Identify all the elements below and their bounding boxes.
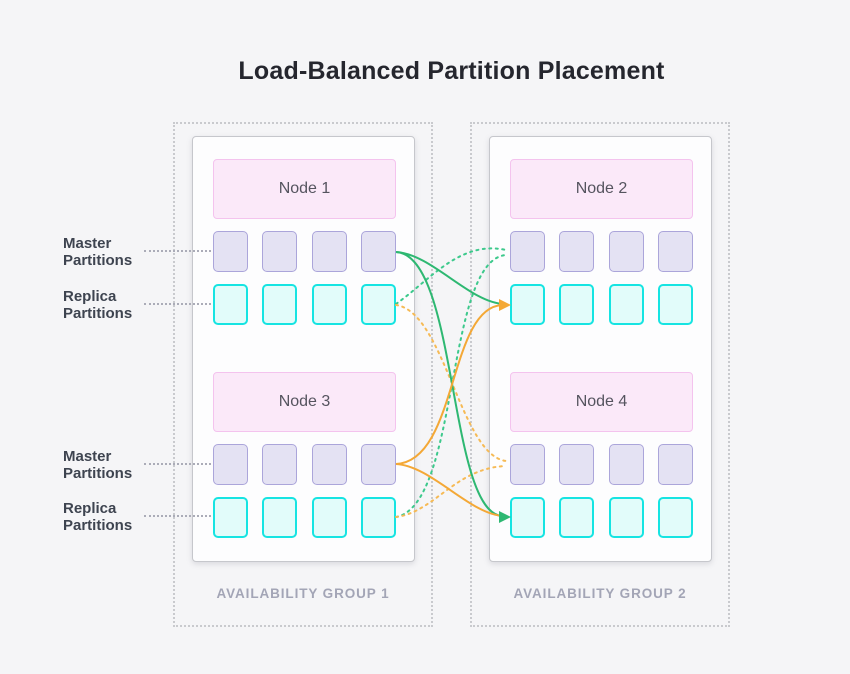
replica-partition-square [657,497,693,538]
node-4-box: Node 4 [510,372,693,432]
machine-box-group-2: Node 2 Node 4 [489,136,712,562]
replica-partitions-label-node3: Replica Partitions [63,500,133,534]
master-partition-square [657,444,693,485]
leader-line-master-node1 [144,250,211,252]
master-partition-square [510,444,545,485]
replica-partition-square [510,497,545,538]
node-1-label: Node 1 [278,180,331,197]
replica-partition-square [262,284,298,325]
replica-partition-square [559,284,595,325]
master-partition-square [262,231,298,272]
node-3-label: Node 3 [278,393,331,410]
master-partition-square [262,444,298,485]
replica-partition-square [608,497,644,538]
master-partitions-row-node4 [510,444,693,485]
node-4-label: Node 4 [575,393,628,410]
replica-partition-square [657,284,693,325]
node-2-box: Node 2 [510,159,693,219]
replica-partition-square [311,284,347,325]
replica-partition-square [213,497,248,538]
leader-line-replica-node1 [144,303,211,305]
replica-partitions-row-node4 [510,497,693,538]
replica-partition-square [559,497,595,538]
availability-group-1: Node 1 Node 3 [173,122,433,627]
master-partition-square [360,444,396,485]
master-partition-square [311,444,347,485]
master-partition-square [213,231,248,272]
availability-group-1-caption: AVAILABILITY GROUP 1 [216,586,390,601]
leader-line-replica-node3 [144,515,211,517]
master-partitions-row-node2 [510,231,693,272]
replica-partitions-label-node1: Replica Partitions [63,288,133,322]
master-partition-square [360,231,396,272]
master-partition-square [559,231,595,272]
master-partition-square [311,231,347,272]
master-partition-square [213,444,248,485]
replica-partition-square [262,497,298,538]
replica-partitions-row-node1 [213,284,396,325]
diagram-title: Load-Balanced Partition Placement [238,57,665,85]
replica-partitions-row-node2 [510,284,693,325]
node-2-label: Node 2 [575,180,628,197]
master-partitions-row-node3 [213,444,396,485]
master-partitions-label-node3: Master Partitions [63,448,133,482]
replica-partition-square [360,497,396,538]
node-3-box: Node 3 [213,372,396,432]
master-partition-square [559,444,595,485]
replica-partition-square [510,284,545,325]
machine-box-group-1: Node 1 Node 3 [192,136,415,562]
availability-group-2: Node 2 Node 4 [470,122,730,627]
master-partitions-row-node1 [213,231,396,272]
master-partitions-label-node1: Master Partitions [63,235,133,269]
replica-partition-square [213,284,248,325]
master-partition-square [608,444,644,485]
node-1-box: Node 1 [213,159,396,219]
replica-partition-square [311,497,347,538]
replica-partition-square [360,284,396,325]
availability-group-2-caption: AVAILABILITY GROUP 2 [513,586,687,601]
master-partition-square [608,231,644,272]
replica-partition-square [608,284,644,325]
master-partition-square [657,231,693,272]
replica-partitions-row-node3 [213,497,396,538]
leader-line-master-node3 [144,463,211,465]
master-partition-square [510,231,545,272]
